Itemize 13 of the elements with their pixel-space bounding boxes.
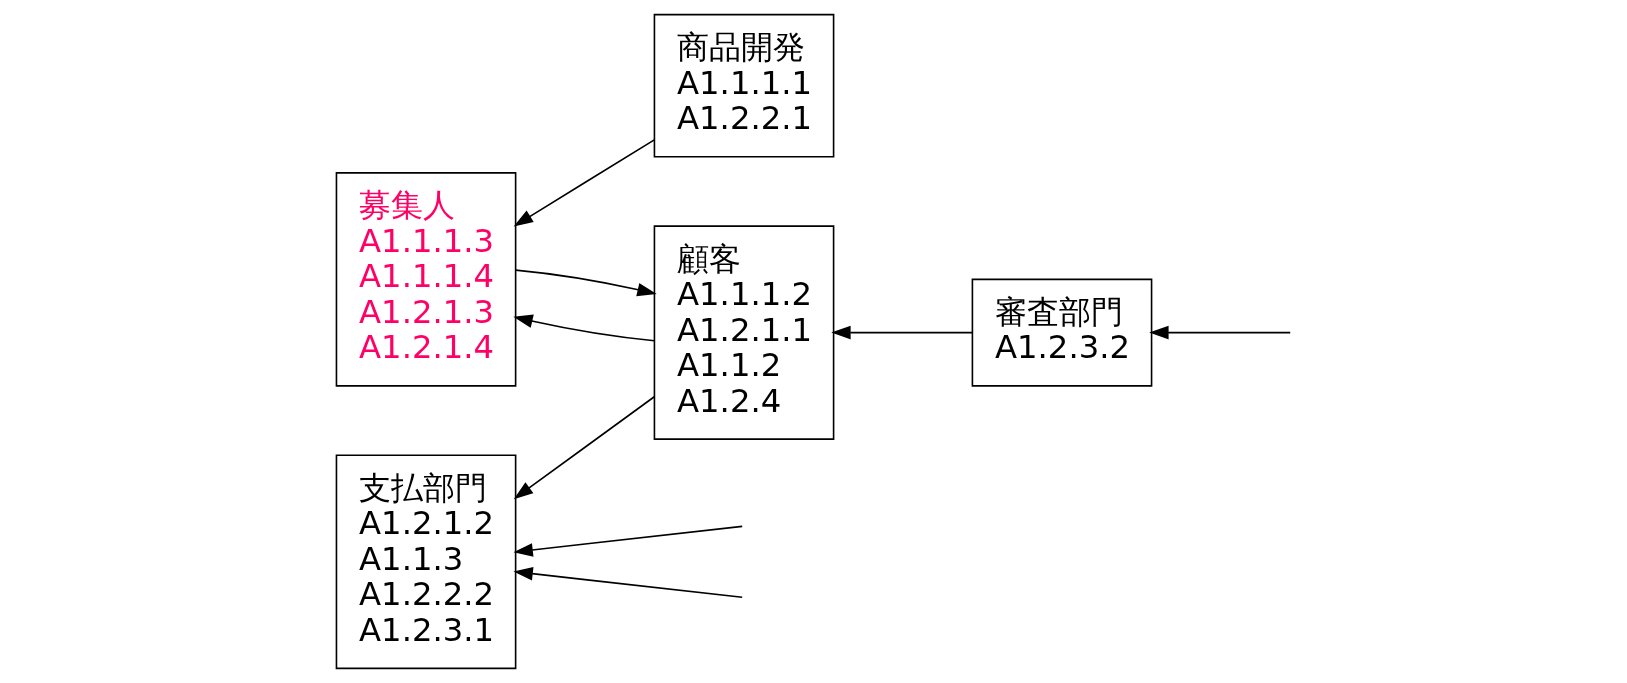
- node-box: 商品開発 A1.1.1.1 A1.2.2.1: [653, 13, 834, 158]
- arrow: [512, 525, 743, 557]
- arrow: [513, 139, 655, 227]
- node-box: 顧客 A1.1.1.2 A1.2.1.1 A1.1.2 A1.2.4: [653, 225, 834, 440]
- arrow: [514, 269, 657, 297]
- arrow: [512, 314, 655, 342]
- node-box: 支払部門 A1.2.1.2 A1.1.3 A1.2.2.2 A1.2.3.1: [335, 454, 516, 670]
- node-box: 募集人 A1.1.1.3 A1.1.1.4 A1.2.1.3 A1.2.1.4: [335, 172, 516, 387]
- arrow: [513, 395, 655, 500]
- node-box: 審査部門 A1.2.3.2: [971, 278, 1152, 387]
- arrow: [512, 566, 743, 599]
- arrow: [1148, 325, 1291, 340]
- arrow: [830, 325, 973, 340]
